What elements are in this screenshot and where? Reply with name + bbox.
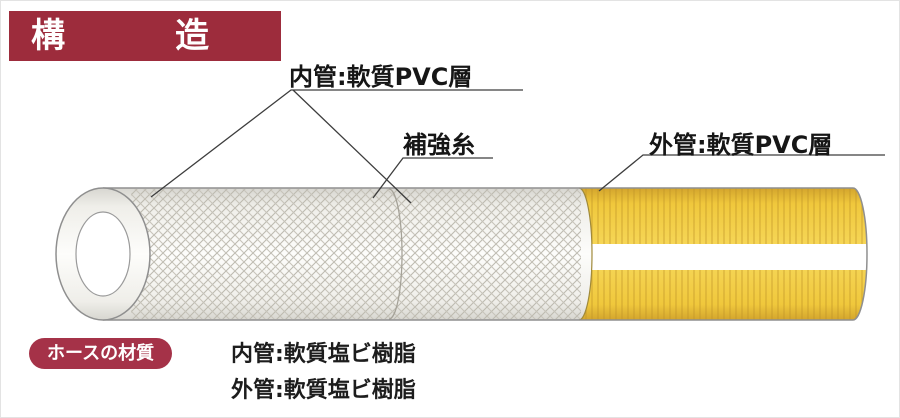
structure-banner: 構造 (9, 11, 281, 61)
hose-end-opening (55, 187, 151, 321)
leader-lines (150, 89, 885, 204)
leader-line-reinforcement (372, 157, 493, 199)
material-line-inner: 内管:軟質塩ビ樹脂 (231, 342, 416, 367)
structure-banner-title: 構造 (31, 16, 209, 56)
leader-line-inner (150, 89, 523, 204)
hose-body (55, 187, 868, 321)
material-line-outer: 外管:軟質塩ビ樹脂 (231, 378, 416, 403)
braid-pattern (131, 189, 581, 319)
outer-layer (578, 187, 867, 321)
leader-line-outer (598, 154, 885, 192)
label-outer-tube: 外管:軟質PVC層 (649, 131, 833, 159)
label-inner-tube: 内管:軟質PVC層 (289, 63, 473, 91)
materials-badge: ホースの材質 (29, 338, 173, 369)
white-stripe (579, 244, 867, 270)
layer-edge-arc (388, 188, 403, 320)
label-reinforcement-thread: 補強糸 (403, 131, 475, 159)
